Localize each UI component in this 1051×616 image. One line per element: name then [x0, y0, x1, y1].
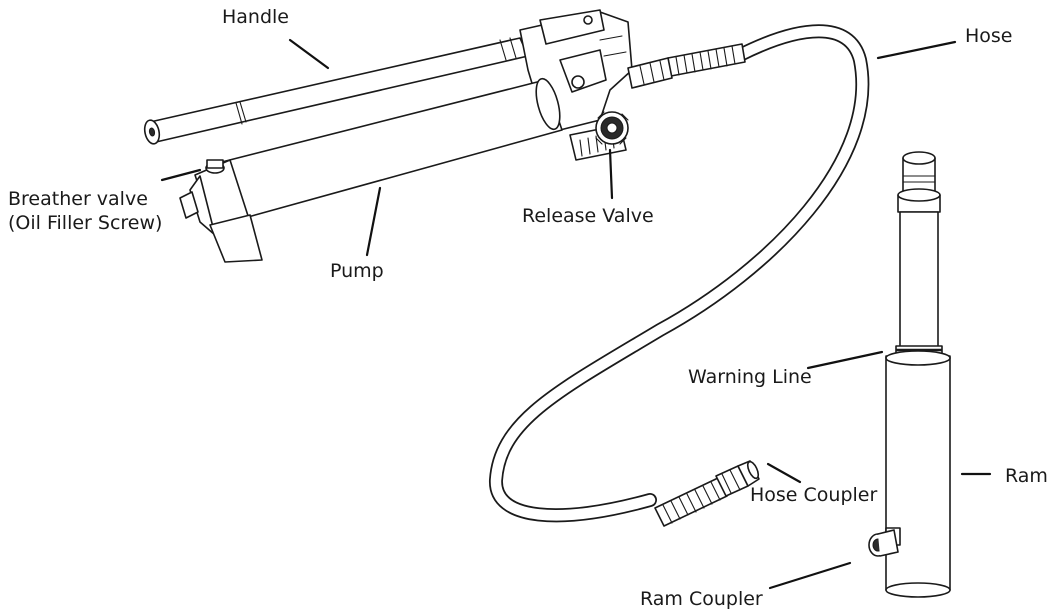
- ram: [885, 151, 951, 598]
- leader-hose: [876, 40, 957, 60]
- label-breather-valve-line2: (Oil Filler Screw): [8, 212, 163, 234]
- leader-pump: [365, 186, 382, 257]
- label-breather-valve-line1: Breather valve: [8, 188, 148, 210]
- leader-hose-coupler: [766, 462, 802, 484]
- ram-coupler: [868, 529, 899, 557]
- leader-ram-coupler: [768, 561, 852, 590]
- leader-warning-line: [806, 350, 884, 370]
- hose: [489, 24, 870, 527]
- label-hose-coupler: Hose Coupler: [750, 484, 878, 506]
- leader-release-valve: [608, 148, 614, 200]
- label-pump: Pump: [330, 260, 384, 282]
- pump-body: [179, 77, 563, 263]
- label-release-valve: Release Valve: [522, 205, 654, 227]
- leader-handle: [288, 38, 330, 70]
- pump-assembly: [143, 9, 673, 263]
- hose-coupler: [715, 460, 760, 497]
- label-ram-coupler: Ram Coupler: [640, 588, 763, 610]
- leader-breather-valve: [160, 168, 202, 182]
- label-handle: Handle: [222, 6, 290, 28]
- label-warning-line: Warning Line: [688, 366, 812, 388]
- hose-crimp-top: [667, 43, 746, 77]
- label-hose: Hose: [965, 25, 1013, 47]
- hose-crimp-bottom: [654, 477, 728, 527]
- leader-lines: [160, 38, 992, 590]
- release-valve-knob: [595, 111, 629, 145]
- label-ram: Ram: [1005, 465, 1048, 487]
